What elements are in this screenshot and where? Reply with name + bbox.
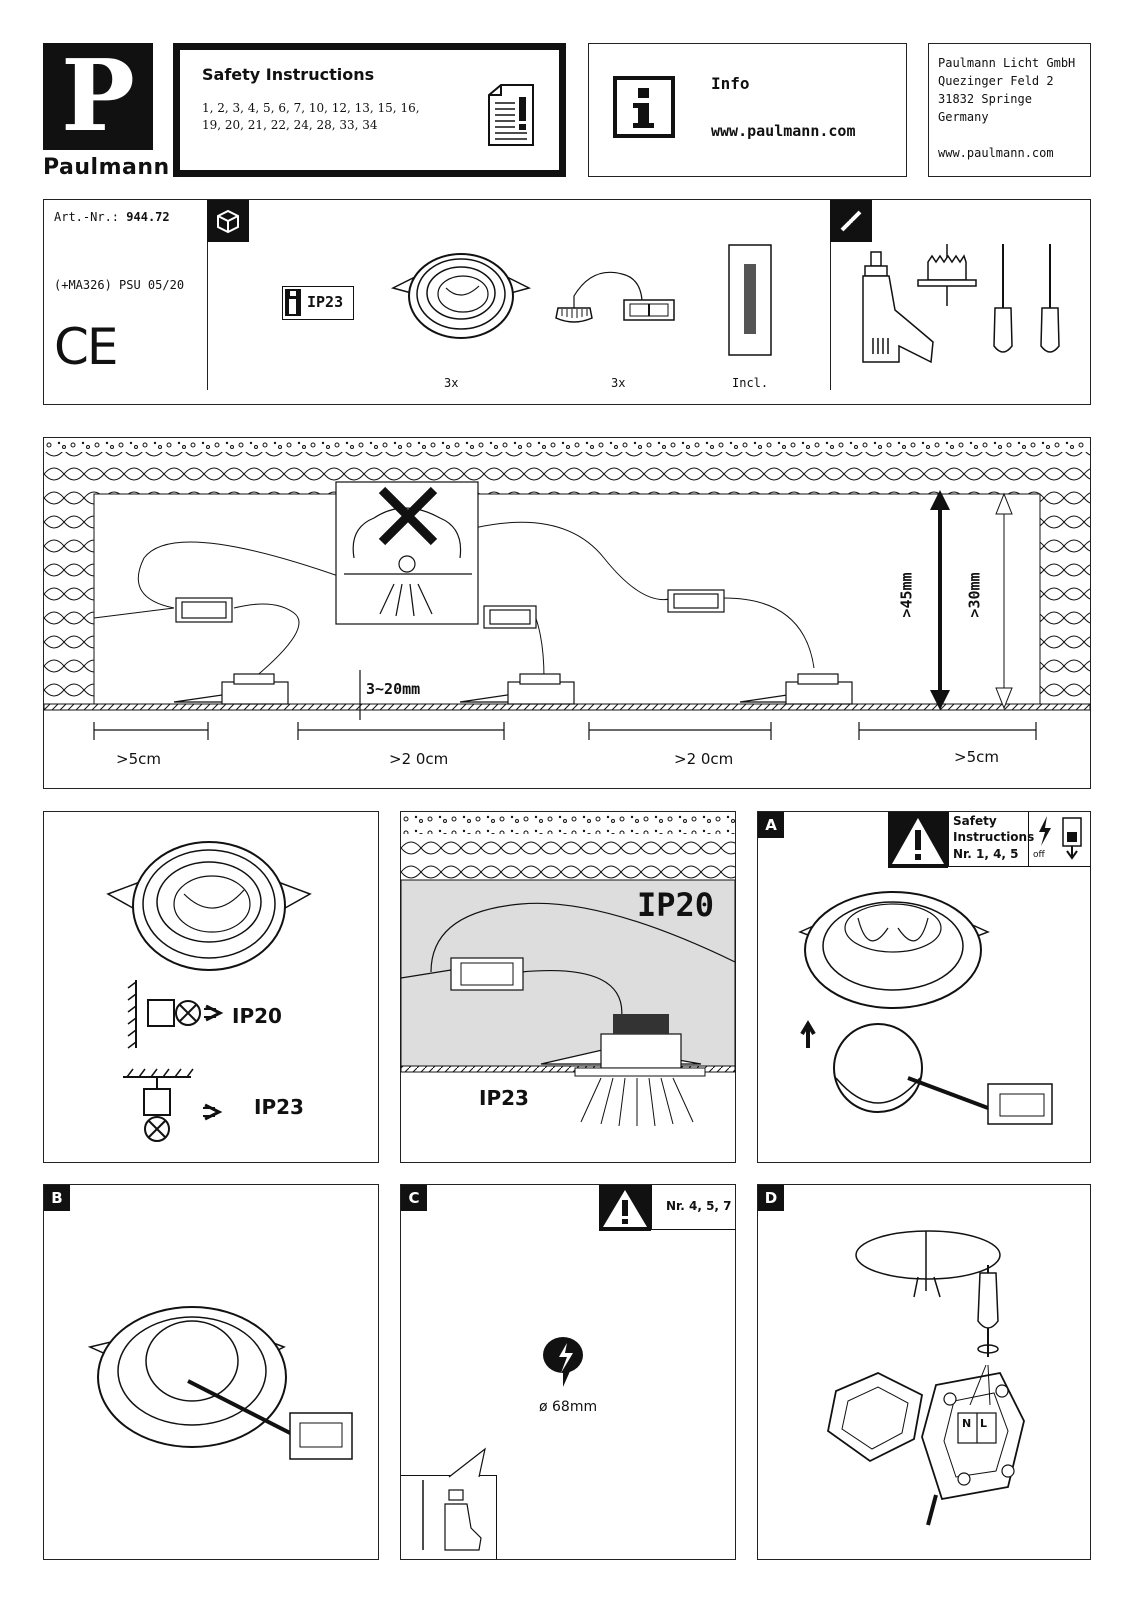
downlight-illustration [390,253,532,339]
article-number: Art.-Nr.: 944.72 [54,210,170,224]
brand-logo: P [43,39,153,154]
dim-20-b: >2 0cm [674,750,734,768]
address-line2: Quezinger Feld 2 [938,74,1054,88]
step-b-illustration [87,1306,353,1460]
inset-tools-icon [422,1480,482,1551]
ip-mounting-panel: IP20 IP23 [43,811,379,1163]
step-d-panel: D N L [757,1184,1091,1560]
package-icon [217,209,239,234]
ceiling-ip23: IP23 [254,1095,304,1119]
warning-triangle-c-icon [599,1185,651,1231]
step-c-tools-inset [401,1475,497,1559]
info-icon [613,76,675,138]
installation-diagram: 3~20mm >45mm >30mm >5cm >2 0cm >2 0cm >5… [43,437,1091,789]
ceiling-cross-section [43,438,1091,740]
lightning-icon [1039,816,1051,846]
safety-title: Safety Instructions [202,65,375,84]
ip-ceiling-panel: IP20 IP23 [400,811,736,1163]
dim-5-right: >5cm [954,748,999,766]
step-a-panel: A Safety Instructions Nr. 1, 4, 5 off [757,811,1091,1163]
product-contents-panel: Art.-Nr.: 944.72 (+MA326) PSU 05/20 CE I… [43,199,1091,405]
hole-diameter: ø 68mm [539,1399,598,1415]
hole-saw-icon [917,244,977,306]
step-a-label: A [758,812,784,838]
step-d-illustration [827,1230,1025,1526]
address-line4: Germany [938,110,989,124]
screwdriver-phillips-icon [1040,244,1060,353]
terminal-n: N [962,1417,972,1430]
address-url[interactable]: www.paulmann.com [938,146,1054,160]
info-box: Info www.paulmann.com [588,43,907,177]
safety-l1: Safety [953,814,997,828]
qty-light: 3x [444,376,459,390]
step-b-panel: B [43,1184,379,1560]
safety-label-box: Safety Instructions Nr. 1, 4, 5 [948,812,1034,867]
article-label: Art.-Nr.: [54,210,120,224]
ceiling-ip-illustration [400,812,736,1127]
ip23-badge: IP23 [282,286,354,320]
screwdriver-flat-icon [993,244,1013,353]
ceiling-ip20-label: IP20 [637,886,715,924]
switch-off-icon [1062,817,1082,860]
safety-numbers-1: 1, 2, 3, 4, 5, 6, 7, 10, 12, 13, 15, 16, [202,101,420,115]
step-b-label: B [44,1185,70,1211]
step-c-panel: C Nr. 4, 5, 7 ø 68mm [400,1184,736,1560]
driver-connector-illustration [555,271,675,323]
address-line1: Paulmann Licht GmbH [938,56,1076,70]
dim-45: >45mm [897,572,916,618]
ip23-text: IP23 [307,293,344,311]
brand-name: Paulmann [43,155,170,180]
info-url[interactable]: www.paulmann.com [711,122,856,140]
info-title: Info [711,74,750,93]
step-d-label: D [758,1185,784,1211]
dim-20-a: >2 0cm [389,750,449,768]
safety-instructions-box: Safety Instructions 1, 2, 3, 4, 5, 6, 7,… [173,43,566,177]
screwdriver-icon [840,210,862,232]
safety-nr: Nr. 1, 4, 5 [953,847,1019,861]
tools-icon-tab [830,200,872,242]
ceiling-mount-symbol [123,1068,223,1142]
wall-ip20: IP20 [232,1004,282,1028]
dim-spacing: 3~20mm [366,680,421,698]
article-value: 944.72 [126,210,170,224]
safety-numbers-2: 19, 20, 21, 22, 24, 28, 33, 34 [202,118,378,132]
template-card-illustration [728,244,772,356]
incl-label: Incl. [732,376,769,390]
terminal-l: L [980,1417,988,1430]
dim-30: >30mm [965,572,984,618]
qty-connector: 3x [611,376,626,390]
step-a-illustration [798,891,1053,1125]
off-label: off [1033,850,1045,860]
step-c-nr-box: Nr. 4, 5, 7 [651,1185,736,1230]
downlight-top-illustration [106,841,312,971]
document-warning-icon [488,84,534,146]
power-off-box: off [1028,812,1091,867]
ceiling-ip23-label: IP23 [479,1086,529,1110]
address-box: Paulmann Licht GmbH Quezinger Feld 2 318… [928,43,1091,177]
wall-mount-symbol [127,980,224,1049]
safety-l2: Instructions [953,830,1035,844]
address-line3: 31832 Springe [938,92,1032,106]
box-icon-tab [207,200,249,242]
step-c-nr: Nr. 4, 5, 7 [666,1199,732,1213]
drill-hole-icon [543,1337,583,1387]
dim-5-left: >5cm [116,750,161,768]
step-c-label: C [401,1185,427,1211]
drill-icon [862,251,934,364]
inset-pointer [448,1447,486,1478]
logo-letter: P [61,39,135,154]
warning-triangle-icon [888,812,948,868]
psu-label: (+MA326) PSU 05/20 [54,278,185,292]
ce-mark: CE [54,318,119,376]
